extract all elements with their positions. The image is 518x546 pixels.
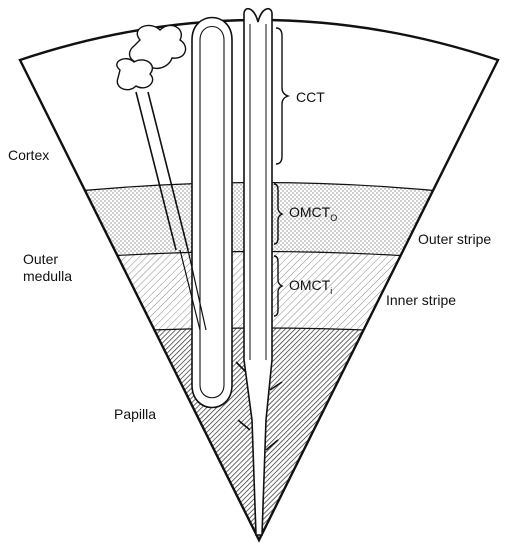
papilla-label: Papilla [114,406,156,423]
outer-medulla-line2: medulla [23,268,72,285]
omct-o-label: OMCTO [289,204,337,223]
outer-medulla-line1: Outer [23,251,72,268]
loop-of-henle [192,18,232,408]
omct-o-text: OMCT [289,204,330,220]
outer-medulla-label: Outer medulla [23,251,72,285]
omct-i-text: OMCT [289,277,330,293]
inner-stripe-label: Inner stripe [386,292,456,309]
outer-stripe-label: Outer stripe [418,231,491,248]
omct-i-label: OMCTi [289,277,332,296]
omct-o-subscript: O [330,213,337,223]
cortex-label: Cortex [8,147,49,164]
cct-label: CCT [296,89,325,106]
omct-i-subscript: i [330,286,332,296]
